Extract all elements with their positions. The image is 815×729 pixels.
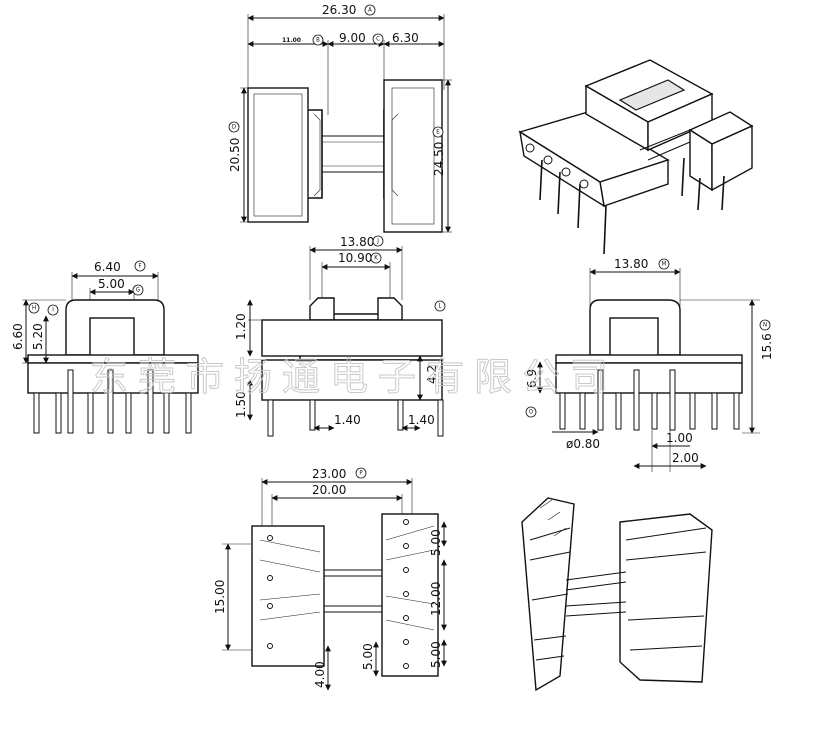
dim-top-overall: 26.30 xyxy=(322,3,356,17)
dim-bottom-pin-4: 4.00 xyxy=(313,661,327,688)
dim-end-height: 15.6 xyxy=(760,333,774,360)
iso-bottom-ribs xyxy=(529,499,707,661)
front-pins xyxy=(33,369,192,434)
dim-end-base-height: 6.9 xyxy=(525,369,539,388)
bottom-view-ribs xyxy=(259,519,435,669)
svg-text:F: F xyxy=(138,263,141,270)
dim-front-height-inner: 5.20 xyxy=(31,323,45,350)
svg-text:L: L xyxy=(438,303,441,310)
iso-pins xyxy=(525,143,725,255)
dim-side-flange: 1.20 xyxy=(234,313,248,340)
marker-n: N xyxy=(759,319,771,331)
dim-bottom-overall: 23.00 xyxy=(312,467,346,481)
dim-top-center: 9.00 xyxy=(339,31,366,45)
end-pins xyxy=(559,369,740,431)
svg-text:C: C xyxy=(376,36,380,43)
side-pins xyxy=(267,399,444,437)
dim-side-outer: 13.80 xyxy=(340,235,374,249)
dim-end-pin-diameter: ø0.80 xyxy=(566,437,600,451)
marker-a: A xyxy=(364,4,376,16)
dim-front-outer: 6.40 xyxy=(94,260,121,274)
svg-text:E: E xyxy=(436,129,440,136)
marker-m: M xyxy=(658,258,670,270)
dim-side-base-height: 4.2 xyxy=(425,365,439,384)
svg-text:G: G xyxy=(136,287,140,294)
dim-side-inner: 10.90 xyxy=(338,251,372,265)
svg-text:B: B xyxy=(316,37,320,44)
svg-text:I: I xyxy=(52,307,54,314)
dim-top-height-right: 24.50 xyxy=(432,142,446,176)
end-view: 13.80 M 15.6 N 6.9 O ø0.80 1.00 xyxy=(525,257,774,472)
marker-i: I xyxy=(47,304,59,316)
dim-side-pin-length: 1.50 xyxy=(234,391,248,418)
marker-j: J xyxy=(372,235,384,247)
dim-bottom-pitch-bottom: 5.00 xyxy=(429,641,443,668)
dim-bottom-pitch-top: 5.00 xyxy=(429,529,443,556)
marker-d: D xyxy=(228,121,240,133)
dim-bottom-pin-5: 5.00 xyxy=(361,643,375,670)
dim-top-right-flange: 6.30 xyxy=(392,31,419,45)
watermark: 东莞市扬通电子有限公司 xyxy=(90,355,618,399)
dim-front-height-outer: 6.60 xyxy=(11,323,25,350)
marker-e: E xyxy=(432,126,444,138)
marker-p: P xyxy=(355,467,367,479)
marker-o: O xyxy=(525,406,537,418)
dim-front-inner: 5.00 xyxy=(98,277,125,291)
dim-end-width: 13.80 xyxy=(614,257,648,271)
isometric-view-top xyxy=(518,59,754,255)
marker-b: B xyxy=(312,34,324,46)
svg-text:N: N xyxy=(763,322,767,329)
dim-end-pin-pitch: 2.00 xyxy=(672,451,699,465)
top-view: 26.30 A 11.00 B 9.00 C 6.30 20.50 D xyxy=(228,3,452,233)
dim-side-pin-offset-right: 1.40 xyxy=(408,413,435,427)
dim-side-pin-offset-left: 1.40 xyxy=(334,413,361,427)
marker-k: K xyxy=(370,252,382,264)
bottom-view: 23.00 P 20.00 15.00 xyxy=(213,467,447,691)
svg-text:P: P xyxy=(359,470,363,477)
dim-bottom-pitch-mid: 12.00 xyxy=(429,582,443,616)
marker-c: C xyxy=(372,33,384,45)
svg-text:M: M xyxy=(662,261,667,268)
marker-h: H xyxy=(28,302,40,314)
isometric-view-bottom xyxy=(521,497,713,692)
side-view: 13.80 J 10.90 K 1.20 1.50 1.40 1.40 4.2 … xyxy=(234,235,446,437)
svg-text:K: K xyxy=(374,255,378,262)
dim-top-left-small: 11.00 xyxy=(282,37,301,44)
dim-bottom-height: 15.00 xyxy=(213,580,227,614)
marker-f: F xyxy=(134,260,146,272)
svg-text:H: H xyxy=(32,305,36,312)
dim-bottom-inner: 20.00 xyxy=(312,483,346,497)
svg-text:O: O xyxy=(529,409,533,416)
svg-text:J: J xyxy=(376,238,379,245)
svg-text:A: A xyxy=(368,7,372,14)
marker-l: L xyxy=(434,300,446,312)
dim-top-height-left: 20.50 xyxy=(228,138,242,172)
front-view: 6.40 F 5.00 G 6.60 5.20 H I xyxy=(11,260,199,434)
dim-end-pin-spacing: 1.00 xyxy=(666,431,693,445)
marker-g: G xyxy=(132,284,144,296)
svg-text:D: D xyxy=(232,124,236,131)
